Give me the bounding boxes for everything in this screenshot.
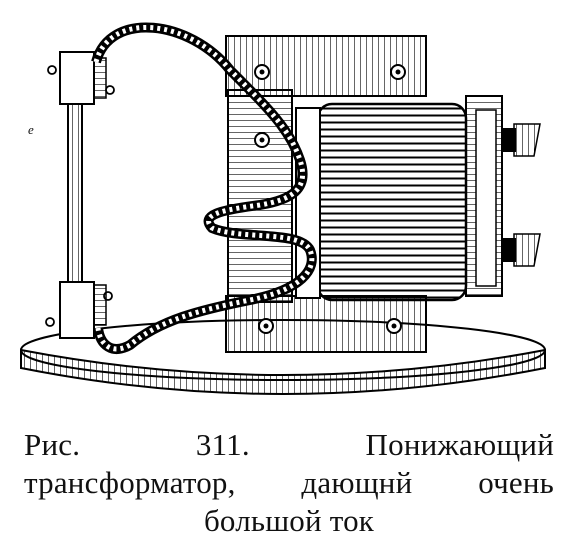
primary-terminal-bottom <box>502 233 541 267</box>
coil-end-plate <box>465 95 503 297</box>
secondary-terminal-post <box>45 51 115 339</box>
primary-terminal-top <box>502 123 541 157</box>
primary-coil <box>295 102 468 302</box>
transformer-core <box>225 35 427 353</box>
figure-label-e: e <box>28 122 34 137</box>
secondary-cable <box>91 22 317 354</box>
transformer-illustration: e <box>20 22 546 395</box>
figure-caption: Рис. 311. Понижающий трансформатор, дающ… <box>24 427 554 538</box>
